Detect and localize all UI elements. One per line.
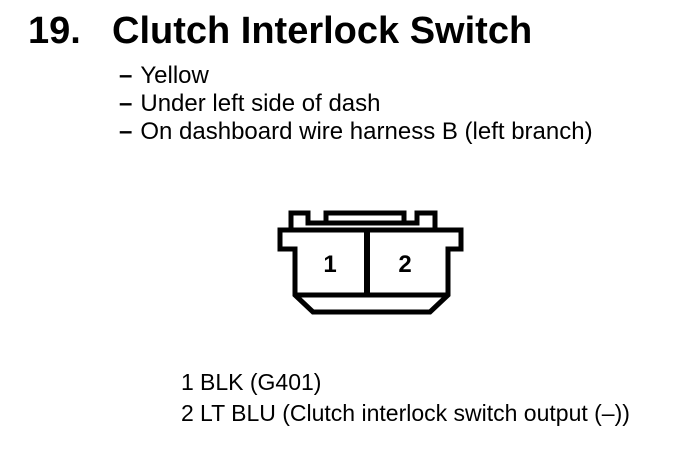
detail-item: – Under left side of dash (119, 90, 593, 118)
legend-wire-description: LT BLU (Clutch interlock switch output (… (200, 400, 630, 426)
detail-text-harness: On dashboard wire harness B (left branch… (140, 118, 593, 145)
dash-bullet: – (119, 90, 133, 117)
legend-pin-number: 1 (181, 369, 194, 395)
legend-pin-number: 2 (181, 400, 194, 426)
detail-item: – Yellow (119, 62, 593, 90)
legend-wire-description: BLK (G401) (200, 369, 322, 395)
section-heading: 19. Clutch Interlock Switch (28, 10, 532, 53)
connector-diagram: 1 2 (277, 210, 464, 315)
detail-text-color: Yellow (140, 62, 209, 89)
detail-item: – On dashboard wire harness B (left bran… (119, 118, 593, 146)
dash-bullet: – (119, 118, 133, 145)
connector-outline (277, 210, 464, 315)
pin-2-label: 2 (398, 251, 411, 278)
detail-text-location: Under left side of dash (140, 90, 381, 117)
dash-bullet: – (119, 62, 133, 89)
legend-row: 2 LT BLU (Clutch interlock switch output… (181, 398, 630, 429)
detail-list: – Yellow – Under left side of dash – On … (119, 62, 593, 146)
page-title: Clutch Interlock Switch (112, 10, 533, 52)
section-number: 19. (28, 10, 81, 52)
pin-legend: 1 BLK (G401) 2 LT BLU (Clutch interlock … (181, 367, 630, 429)
legend-row: 1 BLK (G401) (181, 367, 630, 398)
pin-1-label: 1 (323, 251, 336, 278)
